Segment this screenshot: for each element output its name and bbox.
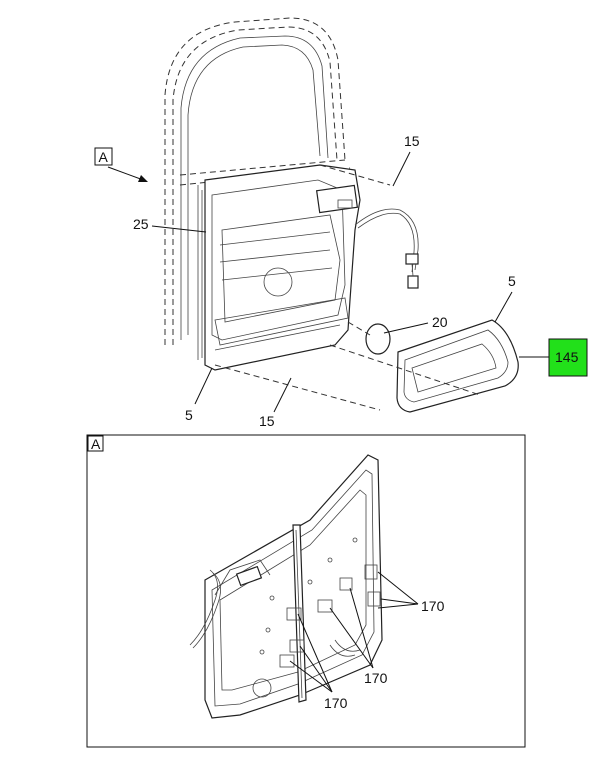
view-marker-label: A — [99, 149, 109, 165]
callout-145-highlight[interactable]: 145 — [519, 338, 588, 377]
callout-text: 170 — [421, 598, 445, 614]
callout-text: 15 — [259, 413, 275, 429]
callout-text: 5 — [185, 407, 193, 423]
callout-170-right: 170 — [377, 571, 445, 614]
plug-part — [365, 323, 391, 355]
wiring-harness — [354, 208, 419, 289]
view-marker-a: A — [94, 147, 148, 182]
callout-text: 170 — [324, 695, 348, 711]
callout-15-bottom: 15 — [259, 377, 292, 429]
callout-5-left: 5 — [185, 367, 213, 423]
callout-text: 145 — [555, 349, 579, 365]
armrest-pocket-part — [396, 319, 519, 413]
hidden-lines — [214, 164, 481, 411]
callout-170-bottom: 170 — [289, 613, 348, 711]
inset-marker-label: A — [91, 436, 101, 452]
callout-text: 15 — [404, 133, 420, 149]
callout-text: 20 — [432, 314, 448, 330]
door-trim-panel — [197, 164, 361, 371]
inset-detail-view: A — [86, 434, 526, 748]
callout-text: 170 — [364, 670, 388, 686]
callout-15-top: 15 — [392, 133, 420, 187]
callout-25: 25 — [133, 216, 207, 233]
callout-text: 25 — [133, 216, 149, 232]
callout-5-right: 5 — [494, 273, 516, 323]
callout-170-mid: 170 — [329, 587, 388, 686]
callout-20: 20 — [383, 314, 448, 334]
callout-text: 5 — [508, 273, 516, 289]
